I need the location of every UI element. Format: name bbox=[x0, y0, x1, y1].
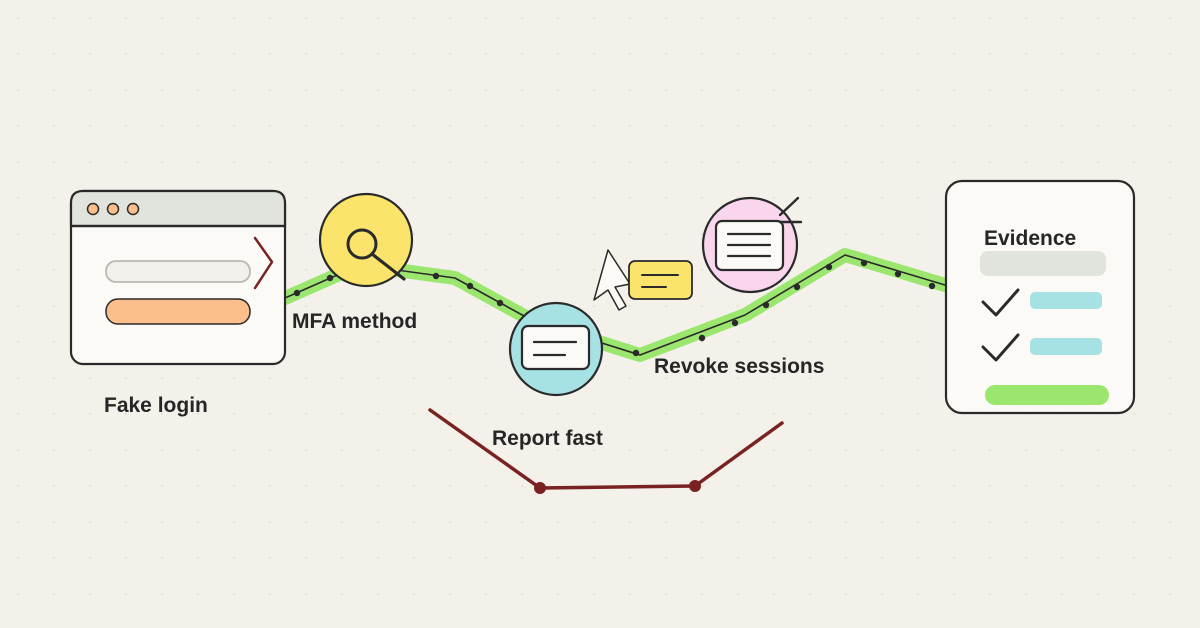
label-evidence: Evidence bbox=[984, 227, 1076, 250]
message-card-icon bbox=[520, 324, 591, 371]
report-node bbox=[508, 301, 604, 397]
checklist-item-bar bbox=[1030, 338, 1102, 355]
browser-window-icon bbox=[86, 202, 140, 216]
checklist-item-bar bbox=[1030, 292, 1102, 309]
login-input-field[interactable] bbox=[105, 260, 251, 283]
evidence-card bbox=[944, 179, 1136, 415]
label-fake-login: Fake login bbox=[104, 394, 208, 417]
evidence-placeholder-bar bbox=[980, 251, 1106, 276]
path-node bbox=[689, 480, 701, 492]
sticky-note-icon bbox=[628, 260, 693, 300]
label-report-fast: Report fast bbox=[492, 427, 603, 450]
chevron-icon bbox=[253, 236, 274, 290]
login-window bbox=[69, 189, 287, 366]
label-revoke-sessions: Revoke sessions bbox=[654, 355, 824, 378]
checklist-icon bbox=[981, 288, 1102, 362]
checkmark-icon bbox=[981, 333, 1020, 362]
path-dots bbox=[293, 259, 936, 357]
evidence-submit-button[interactable] bbox=[985, 385, 1109, 405]
magnifier-icon bbox=[346, 228, 406, 281]
mfa-node bbox=[318, 192, 414, 288]
checkmark-icon bbox=[981, 288, 1020, 317]
login-button[interactable] bbox=[105, 298, 251, 325]
tick-mark bbox=[778, 196, 800, 217]
revoke-node bbox=[701, 196, 803, 294]
label-mfa-method: MFA method bbox=[292, 310, 417, 333]
lower-path bbox=[428, 408, 784, 494]
path-node bbox=[534, 482, 546, 494]
message-card-icon bbox=[714, 219, 785, 272]
mouse-pointer-icon bbox=[593, 249, 631, 311]
